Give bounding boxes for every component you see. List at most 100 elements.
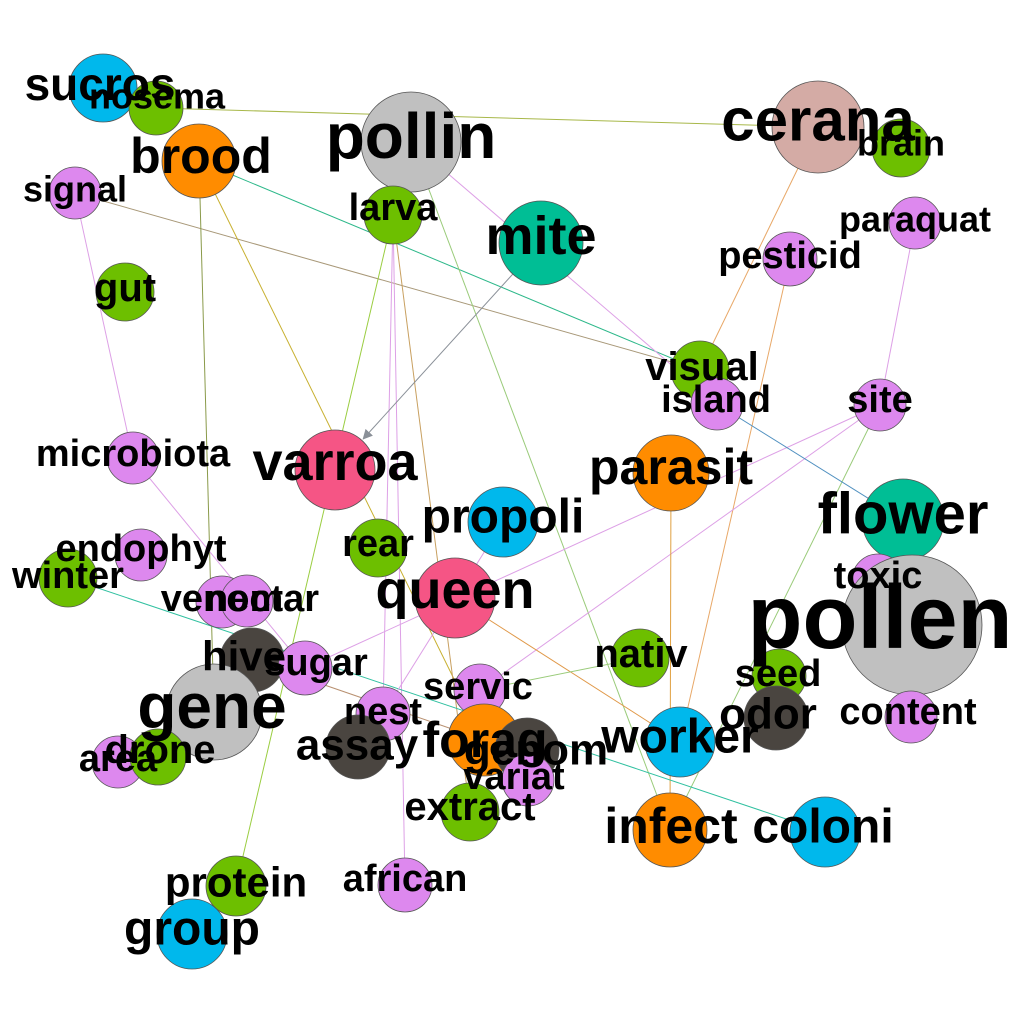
node-label-nectar: nectar bbox=[205, 578, 319, 620]
node-infect[interactable] bbox=[632, 792, 708, 868]
node-label-island: island bbox=[661, 379, 771, 421]
node-label-toxic: toxic bbox=[834, 555, 923, 597]
node-coloni[interactable] bbox=[789, 796, 861, 868]
node-label-mite: mite bbox=[485, 206, 596, 266]
node-drone[interactable] bbox=[129, 728, 187, 786]
node-label-nest: nest bbox=[344, 691, 422, 733]
node-nectar[interactable] bbox=[220, 574, 274, 628]
node-label-paraquat: paraquat bbox=[839, 199, 991, 240]
node-protein[interactable] bbox=[205, 855, 267, 917]
node-mite[interactable] bbox=[498, 200, 584, 286]
node-label-winter: winter bbox=[11, 555, 124, 597]
node-gut[interactable] bbox=[95, 262, 155, 322]
node-sugar[interactable] bbox=[277, 640, 333, 696]
node-label-nativ: nativ bbox=[594, 632, 688, 676]
node-label-area: area bbox=[79, 738, 158, 780]
node-label-endophyt: endophyt bbox=[56, 528, 227, 570]
node-larva[interactable] bbox=[363, 185, 423, 245]
node-variat[interactable] bbox=[501, 753, 555, 807]
nodes-layer bbox=[38, 53, 983, 970]
edge-pollin-infect bbox=[410, 141, 671, 831]
node-label-sugar: sugar bbox=[264, 642, 368, 684]
node-label-gut: gut bbox=[94, 266, 156, 310]
node-island[interactable] bbox=[690, 377, 744, 431]
node-label-extract: extract bbox=[404, 785, 535, 829]
node-pesticid[interactable] bbox=[762, 231, 818, 287]
node-worker[interactable] bbox=[644, 706, 716, 778]
node-label-microbiota: microbiota bbox=[36, 433, 231, 475]
node-label-propoli: propoli bbox=[422, 491, 585, 544]
edge-mite-varroa bbox=[362, 242, 542, 440]
node-label-brood: brood bbox=[130, 128, 272, 184]
node-queen[interactable] bbox=[414, 557, 496, 639]
node-label-african: african bbox=[343, 858, 468, 900]
node-label-content: content bbox=[839, 691, 977, 733]
node-label-flower: flower bbox=[818, 482, 989, 547]
edge-winter-coloni bbox=[67, 577, 826, 833]
edge-larva-nest bbox=[382, 214, 394, 715]
edge-signal-microbiota bbox=[74, 192, 134, 459]
node-label-protein: protein bbox=[165, 859, 307, 906]
node-label-group: group bbox=[124, 903, 260, 956]
node-label-forag: forag bbox=[423, 712, 548, 768]
node-label-venom: venom bbox=[161, 578, 283, 620]
edge-site-sugar bbox=[304, 404, 881, 669]
node-signal[interactable] bbox=[48, 166, 102, 220]
node-label-odor: odor bbox=[719, 690, 817, 739]
node-label-queen: queen bbox=[375, 560, 534, 620]
edge-microbiota-sugar bbox=[132, 457, 306, 669]
node-sucros[interactable] bbox=[68, 53, 138, 123]
edge-paraquat-site bbox=[879, 222, 916, 406]
node-label-sucros: sucros bbox=[25, 58, 176, 110]
node-varroa[interactable] bbox=[294, 429, 376, 511]
node-label-servic: servic bbox=[423, 666, 533, 708]
node-label-seed: seed bbox=[735, 653, 822, 695]
node-label-pollin: pollin bbox=[326, 100, 497, 172]
node-assay[interactable] bbox=[325, 714, 391, 780]
node-brain[interactable] bbox=[871, 118, 931, 178]
node-nativ[interactable] bbox=[610, 628, 670, 688]
node-label-variat: variat bbox=[463, 756, 565, 798]
node-parasit[interactable] bbox=[632, 434, 710, 512]
node-label-drone: drone bbox=[104, 728, 215, 772]
node-label-gene: gene bbox=[137, 670, 286, 742]
node-odor[interactable] bbox=[743, 685, 809, 751]
edge-brood-visual bbox=[198, 160, 701, 371]
node-endophyt[interactable] bbox=[114, 528, 168, 582]
node-paraquat[interactable] bbox=[888, 196, 942, 250]
edge-nosema-cerana bbox=[155, 107, 819, 128]
node-winter[interactable] bbox=[38, 548, 98, 608]
node-brood[interactable] bbox=[161, 123, 237, 199]
node-content[interactable] bbox=[884, 690, 938, 744]
node-propoli[interactable] bbox=[467, 486, 539, 558]
node-label-parasit: parasit bbox=[589, 439, 753, 495]
node-site[interactable] bbox=[853, 378, 907, 432]
node-label-cerana: cerana bbox=[721, 87, 915, 154]
node-cerana[interactable] bbox=[771, 80, 865, 174]
edge-queen-worker bbox=[454, 597, 681, 743]
node-label-site: site bbox=[847, 379, 912, 421]
node-microbiota[interactable] bbox=[106, 431, 160, 485]
node-label-nosema: nosema bbox=[89, 76, 226, 117]
node-label-hive: hive bbox=[202, 633, 286, 680]
node-extract[interactable] bbox=[440, 782, 500, 842]
node-label-genom: genom bbox=[464, 726, 608, 775]
node-label-signal: signal bbox=[23, 169, 127, 210]
node-rear[interactable] bbox=[348, 518, 408, 578]
edge-larva-protein bbox=[235, 214, 394, 887]
node-gene[interactable] bbox=[165, 663, 263, 761]
edge-pesticid-worker bbox=[679, 258, 791, 743]
node-group[interactable] bbox=[156, 898, 228, 970]
node-label-larva: larva bbox=[349, 187, 439, 229]
node-nosema[interactable] bbox=[128, 80, 184, 136]
node-label-visual: visual bbox=[645, 345, 758, 389]
node-label-coloni: coloni bbox=[752, 801, 893, 854]
node-label-infect: infect bbox=[604, 798, 738, 854]
node-label-assay: assay bbox=[296, 721, 419, 770]
node-african[interactable] bbox=[377, 857, 433, 913]
node-label-brain: brain bbox=[857, 123, 945, 164]
node-label-pollen: pollen bbox=[748, 568, 1013, 668]
edges-layer bbox=[67, 107, 916, 887]
